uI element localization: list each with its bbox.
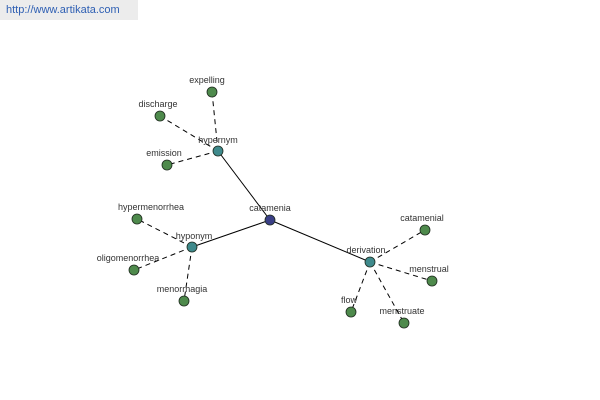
relation-node-hypernym-label: hypernym bbox=[198, 135, 238, 145]
node-expelling-label: expelling bbox=[189, 75, 225, 85]
node-menstruate-label: menstruate bbox=[379, 306, 424, 316]
relation-node-derivation-label: derivation bbox=[346, 245, 385, 255]
relation-node-hyponym[interactable]: hyponym bbox=[176, 231, 213, 253]
relation-node-hyponym-dot[interactable] bbox=[186, 241, 198, 253]
node-catamenial[interactable]: catamenial bbox=[400, 213, 444, 236]
edge-derivation-menstrual bbox=[369, 261, 433, 282]
node-flow-label: flow bbox=[341, 295, 358, 305]
edge-root-hypernym bbox=[217, 150, 271, 221]
node-expelling[interactable]: expelling bbox=[189, 75, 225, 98]
node-menorrhagia-dot[interactable] bbox=[178, 295, 190, 307]
node-oligomenorrhea-dot[interactable] bbox=[128, 264, 140, 276]
edge-hypernym-expelling bbox=[211, 91, 219, 152]
node-menstrual-label: menstrual bbox=[409, 264, 449, 274]
edge-derivation-menstruate bbox=[369, 261, 405, 324]
edge-hyponym-menorrhagia bbox=[183, 246, 193, 302]
node-expelling-dot[interactable] bbox=[206, 86, 218, 98]
node-discharge-label: discharge bbox=[138, 99, 177, 109]
relation-node-hypernym-dot[interactable] bbox=[212, 145, 224, 157]
node-emission-label: emission bbox=[146, 148, 182, 158]
edge-hyponym-hypermenorrhea bbox=[136, 218, 193, 248]
node-menstrual[interactable]: menstrual bbox=[409, 264, 449, 287]
node-hypermenorrhea-label: hypermenorrhea bbox=[118, 202, 184, 212]
node-menorrhagia-label: menorrhagia bbox=[157, 284, 208, 294]
edge-hypernym-discharge bbox=[159, 115, 219, 152]
url-banner: http://www.artikata.com bbox=[0, 0, 138, 20]
edge-derivation-catamenial bbox=[369, 229, 426, 263]
node-oligomenorrhea-label: oligomenorrhea bbox=[97, 253, 160, 263]
root-node-catamenia[interactable]: catamenia bbox=[249, 203, 291, 226]
node-hypermenorrhea[interactable]: hypermenorrhea bbox=[118, 202, 184, 225]
relation-node-hypernym[interactable]: hypernym bbox=[198, 135, 238, 157]
edge-root-hyponym bbox=[191, 219, 271, 248]
node-hypermenorrhea-dot[interactable] bbox=[131, 213, 143, 225]
node-oligomenorrhea[interactable]: oligomenorrhea bbox=[97, 253, 160, 276]
node-menorrhagia[interactable]: menorrhagia bbox=[157, 284, 208, 307]
node-discharge[interactable]: discharge bbox=[138, 99, 178, 122]
node-emission-dot[interactable] bbox=[161, 159, 173, 171]
node-discharge-dot[interactable] bbox=[154, 110, 166, 122]
relation-node-hyponym-label: hyponym bbox=[176, 231, 213, 241]
edge-root-derivation bbox=[269, 219, 371, 263]
node-catamenial-dot[interactable] bbox=[419, 224, 431, 236]
node-menstruate[interactable]: menstruate bbox=[379, 306, 425, 329]
node-flow[interactable]: flow bbox=[341, 295, 358, 318]
relation-node-derivation-dot[interactable] bbox=[364, 256, 376, 268]
site-url-link[interactable]: http://www.artikata.com bbox=[6, 4, 120, 16]
node-catamenial-label: catamenial bbox=[400, 213, 444, 223]
node-menstrual-dot[interactable] bbox=[426, 275, 438, 287]
graph-edges bbox=[133, 91, 433, 324]
root-node-catamenia-label: catamenia bbox=[249, 203, 291, 213]
node-menstruate-dot[interactable] bbox=[398, 317, 410, 329]
node-emission[interactable]: emission bbox=[146, 148, 182, 171]
edge-hyponym-oligomenorrhea bbox=[133, 246, 193, 271]
node-flow-dot[interactable] bbox=[345, 306, 357, 318]
graph-nodes: expelling discharge emission hypermenorrhea… bbox=[97, 75, 449, 329]
root-node-catamenia-dot[interactable] bbox=[264, 214, 276, 226]
relation-node-derivation[interactable]: derivation bbox=[346, 245, 386, 268]
